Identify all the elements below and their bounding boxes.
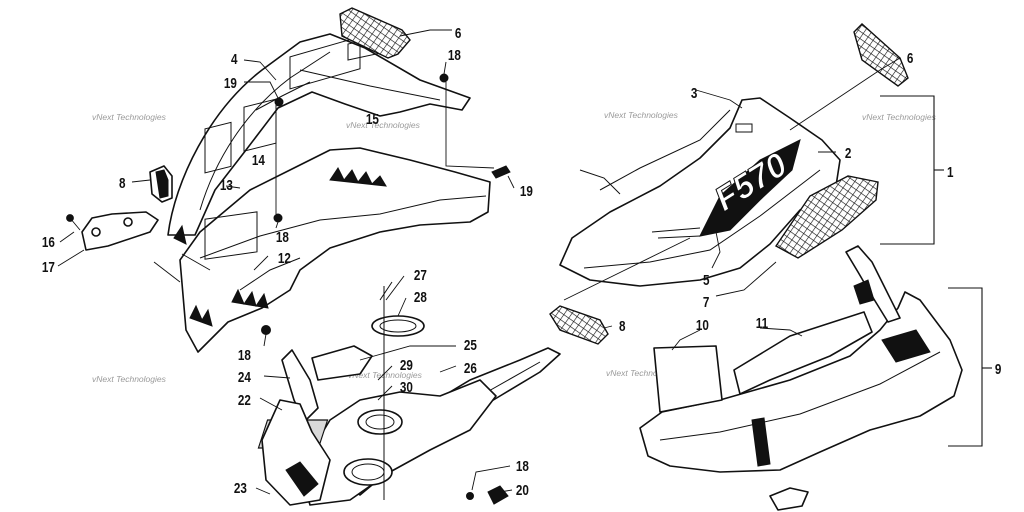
- nut-18: [273, 213, 283, 223]
- hood-upper-shell: [167, 33, 471, 236]
- callout-19: 19: [520, 183, 533, 200]
- hood-assembly: [167, 33, 491, 353]
- watermark: vNext Technologies: [606, 368, 681, 378]
- callout-12: 12: [278, 250, 291, 267]
- callout-6: 6: [907, 50, 914, 67]
- mesh-vent-2: [774, 175, 879, 259]
- callout-18: 18: [516, 458, 529, 475]
- watermark: vNext Technologies: [604, 110, 679, 120]
- part-3-side-panel: [559, 97, 841, 287]
- callout-7: 7: [703, 294, 710, 311]
- callout-5: 5: [703, 272, 710, 289]
- callout-26: 26: [464, 360, 477, 377]
- side-panel-assembly: F570: [559, 97, 841, 287]
- callout-20: 20: [516, 482, 529, 499]
- callout-24: 24: [238, 369, 251, 386]
- callout-1: 1: [947, 164, 954, 181]
- callouts: 6 18 4 19 15 14 13 8 19 18 16 17 12 27 2…: [42, 25, 1002, 499]
- callout-27: 27: [414, 267, 427, 284]
- part-10-flap: [653, 345, 723, 413]
- part-29-plate: [311, 345, 373, 381]
- mesh-vent-8-right: [549, 305, 609, 345]
- watermark: vNext Technologies: [92, 112, 167, 122]
- callout-30: 30: [400, 379, 413, 396]
- leader-lines: [57, 29, 901, 495]
- callout-8: 8: [619, 318, 626, 335]
- callout-18: 18: [448, 47, 461, 64]
- callout-14: 14: [252, 152, 265, 169]
- callout-3: 3: [691, 85, 698, 102]
- mesh-vent-6-right: [853, 23, 909, 87]
- callout-25: 25: [464, 337, 477, 354]
- watermark: vNext Technologies: [346, 120, 421, 130]
- callout-29: 29: [400, 357, 413, 374]
- decal-12: [204, 211, 258, 260]
- callout-11: 11: [756, 315, 769, 332]
- hood-lower-body: [179, 147, 491, 353]
- part-24-panel: [281, 349, 319, 423]
- callout-18: 18: [238, 347, 251, 364]
- watermark: vNext Technologies: [862, 112, 937, 122]
- part-9-lower-shell: [639, 291, 963, 473]
- screw-19: [491, 165, 511, 179]
- watermark: vNext Technologies: [348, 370, 423, 380]
- callout-17: 17: [42, 259, 55, 276]
- callout-22: 22: [238, 392, 251, 409]
- callout-28: 28: [414, 289, 427, 306]
- callout-8: 8: [119, 175, 126, 192]
- callout-16: 16: [42, 234, 55, 251]
- callout-2: 2: [845, 145, 852, 162]
- belly-pan-assembly: [257, 281, 561, 506]
- callout-18: 18: [276, 229, 289, 246]
- part-11-tray: [733, 311, 873, 395]
- bracket-9: [948, 287, 983, 447]
- nut-18: [466, 492, 474, 500]
- logo-panel: [699, 139, 801, 237]
- nut-18: [439, 73, 449, 83]
- callout-9: 9: [995, 361, 1002, 378]
- decal-13: [204, 121, 232, 174]
- lower-shell-assembly: [639, 245, 963, 511]
- nut-18: [261, 325, 271, 335]
- screw-19: [274, 97, 284, 107]
- callout-23: 23: [234, 480, 247, 497]
- callout-15: 15: [366, 111, 379, 128]
- callout-10: 10: [696, 317, 709, 334]
- callout-19: 19: [224, 75, 237, 92]
- part-26-pan: [299, 379, 497, 506]
- decal-15: [289, 36, 361, 90]
- screw-20: [487, 485, 509, 505]
- part-17-bracket: [81, 211, 159, 251]
- callout-6: 6: [455, 25, 462, 42]
- callout-4: 4: [231, 51, 238, 68]
- watermark: vNext Technologies: [92, 374, 167, 384]
- callout-13: 13: [220, 177, 233, 194]
- part-22-side: [261, 399, 331, 506]
- mesh-vent-6-left: [339, 7, 411, 59]
